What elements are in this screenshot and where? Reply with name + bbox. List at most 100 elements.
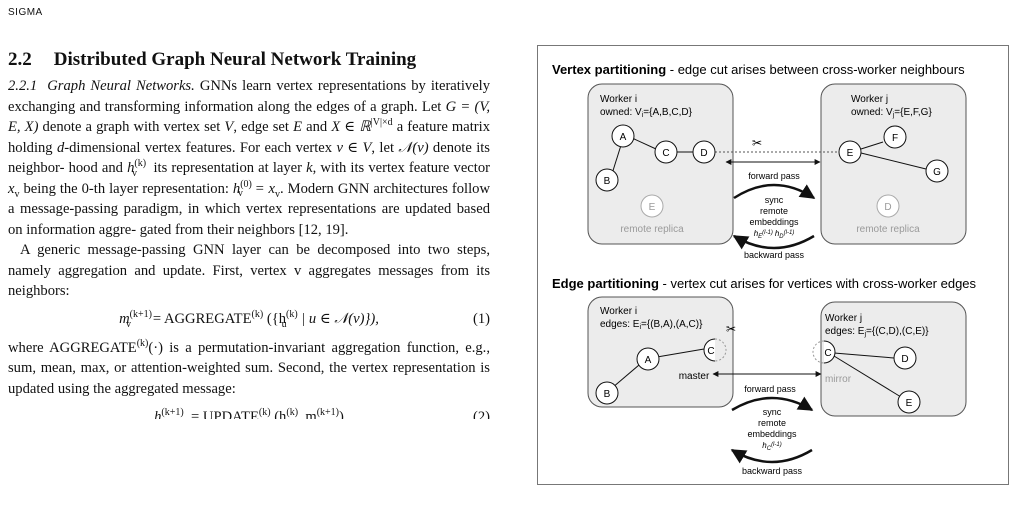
worker-j-name: Worker j xyxy=(825,313,862,324)
svg-text:B: B xyxy=(604,389,611,400)
svg-text:E: E xyxy=(847,148,854,159)
text-line: where AGGREGATE xyxy=(8,339,137,356)
text-line: vertex features. For each vertex xyxy=(144,139,337,156)
worker-j-edges: edges: Ej={(C,D),(C,E)} xyxy=(825,326,929,338)
math: v xyxy=(132,167,138,179)
paragraph-aggregate: where AGGREGATE(k)(·) is a permutation-i… xyxy=(8,338,490,400)
svg-text:C: C xyxy=(707,346,714,357)
text-line: its representation at layer xyxy=(149,160,307,176)
math: x xyxy=(8,180,15,197)
sync-arrow-top xyxy=(731,396,814,412)
math: = UPDATE xyxy=(187,409,259,419)
scissors-icon: ✂ xyxy=(752,136,762,150)
paragraph-gnn: 2.2.1 Graph Neural Networks. GNNs learn … xyxy=(8,78,491,238)
svg-text:F: F xyxy=(892,133,898,144)
sync-label: embeddings xyxy=(749,217,799,227)
edge-partitioning-title: Edge partitioning - vertex cut arises fo… xyxy=(552,276,977,291)
node-e: E xyxy=(897,390,921,414)
text-line: edge set xyxy=(241,119,294,135)
section-title: 2.2 Distributed Graph Neural Network Tra… xyxy=(8,48,490,72)
math: v xyxy=(275,188,281,200)
math: V xyxy=(224,119,234,135)
text-line: GNN architectures follow a message-passi… xyxy=(8,180,490,218)
sync-arrow-bottom xyxy=(732,234,815,250)
paragraph-message-passing: A generic message-passing GNN layer can … xyxy=(8,240,490,302)
replica-node-d: D xyxy=(876,194,900,218)
equation-number: (1) xyxy=(472,311,490,328)
subsection-title: Graph Neural Networks. xyxy=(47,78,195,94)
forward-pass-label: forward pass xyxy=(744,384,796,394)
math: G = (V, E, X) xyxy=(8,98,490,136)
svg-text:A: A xyxy=(620,132,627,143)
sync-embeddings-math: hE(l-1)hD(l-1) xyxy=(754,229,795,240)
svg-text:A: A xyxy=(645,355,652,366)
math: k xyxy=(306,160,313,176)
math: d xyxy=(56,139,65,156)
svg-text:D: D xyxy=(884,202,891,213)
backward-pass-label: backward pass xyxy=(742,466,803,476)
worker-i-name: Worker i xyxy=(600,306,637,317)
sync-embeddings-math: hC(l-1) xyxy=(762,441,781,452)
node-d: D xyxy=(692,140,716,164)
text-line: by iteratively exchanging and transformi… xyxy=(8,78,491,115)
text-line: the vertex representation is updated usi… xyxy=(8,360,490,397)
mirror-label: mirror xyxy=(825,374,852,385)
subsection-number: 2.2.1 xyxy=(8,78,38,94)
worker-i-owned: owned: Vi={A,B,C,D} xyxy=(600,107,693,119)
partitioning-diagram: Vertex partitioning - edge cut arises be… xyxy=(552,62,977,476)
node-b: B xyxy=(595,168,619,192)
remote-replica-label: remote replica xyxy=(856,224,920,235)
sync-label: embeddings xyxy=(747,429,797,439)
svg-text:D: D xyxy=(700,148,707,159)
math: 𝒩(v) xyxy=(398,139,429,156)
math: (k) xyxy=(136,337,149,349)
text-column: 2.2 Distributed Graph Neural Network Tra… xyxy=(8,48,490,426)
math: | u ∈ 𝒩(v)}), xyxy=(297,311,379,328)
sync-label: remote xyxy=(760,206,788,216)
text-line: , let xyxy=(371,139,399,156)
math: (k) xyxy=(134,158,147,170)
text-line: and xyxy=(301,119,332,135)
svg-text:E: E xyxy=(649,202,656,213)
text-line: GNNs learn vertex representations xyxy=(199,78,407,94)
worker-j-box-vertex xyxy=(820,83,967,245)
math: v xyxy=(14,188,20,200)
math: (k+1) xyxy=(161,407,184,419)
math: (k) xyxy=(286,309,298,321)
node-c: C xyxy=(654,140,678,164)
math: ) xyxy=(339,409,344,419)
node-a: A xyxy=(611,124,635,148)
worker-j-owned: owned: Vj={E,F,G} xyxy=(851,107,932,119)
node-e: E xyxy=(838,140,862,164)
sync-arrow-bottom xyxy=(730,448,813,464)
running-head: SIGMA xyxy=(8,7,43,18)
svg-text:C: C xyxy=(662,148,669,159)
math: (k) xyxy=(251,309,264,321)
text-line: gated from their neighbors [12, 19]. xyxy=(139,221,349,238)
node-c-master: C xyxy=(703,338,727,362)
edge-a-c xyxy=(656,348,705,358)
text-line: a feature matrix holding xyxy=(8,119,491,156)
math: (k) xyxy=(258,407,271,419)
text-line: two steps, namely aggregation and update… xyxy=(8,242,490,279)
node-d: D xyxy=(893,346,917,370)
section-number: 2.2 xyxy=(8,49,32,70)
text-line: messages from its neighbors: xyxy=(8,262,490,300)
sync-label: sync xyxy=(765,195,784,205)
math: (h xyxy=(270,409,287,419)
text-line: edges of a graph. Let xyxy=(316,98,446,115)
worker-j-box-edge xyxy=(820,301,967,417)
partitioning-figure: Vertex partitioning - edge cut arises be… xyxy=(537,45,1009,485)
math: h xyxy=(154,409,162,419)
node-b: B xyxy=(595,381,619,405)
math: u xyxy=(281,319,287,331)
text-line: being the 0-th layer representation: xyxy=(19,180,233,197)
text-line: , with its vertex feature xyxy=(312,160,450,176)
text-line: A generic message-passing GNN layer can … xyxy=(20,242,421,258)
worker-i-edges: edges: Ei={(B,A),(A,C)} xyxy=(600,319,703,331)
edge-c-e xyxy=(833,355,902,398)
math: (k+1) xyxy=(316,407,339,419)
math: = AGGREGATE xyxy=(149,311,252,328)
math: v xyxy=(125,319,131,331)
math: |V|×d xyxy=(370,117,393,129)
